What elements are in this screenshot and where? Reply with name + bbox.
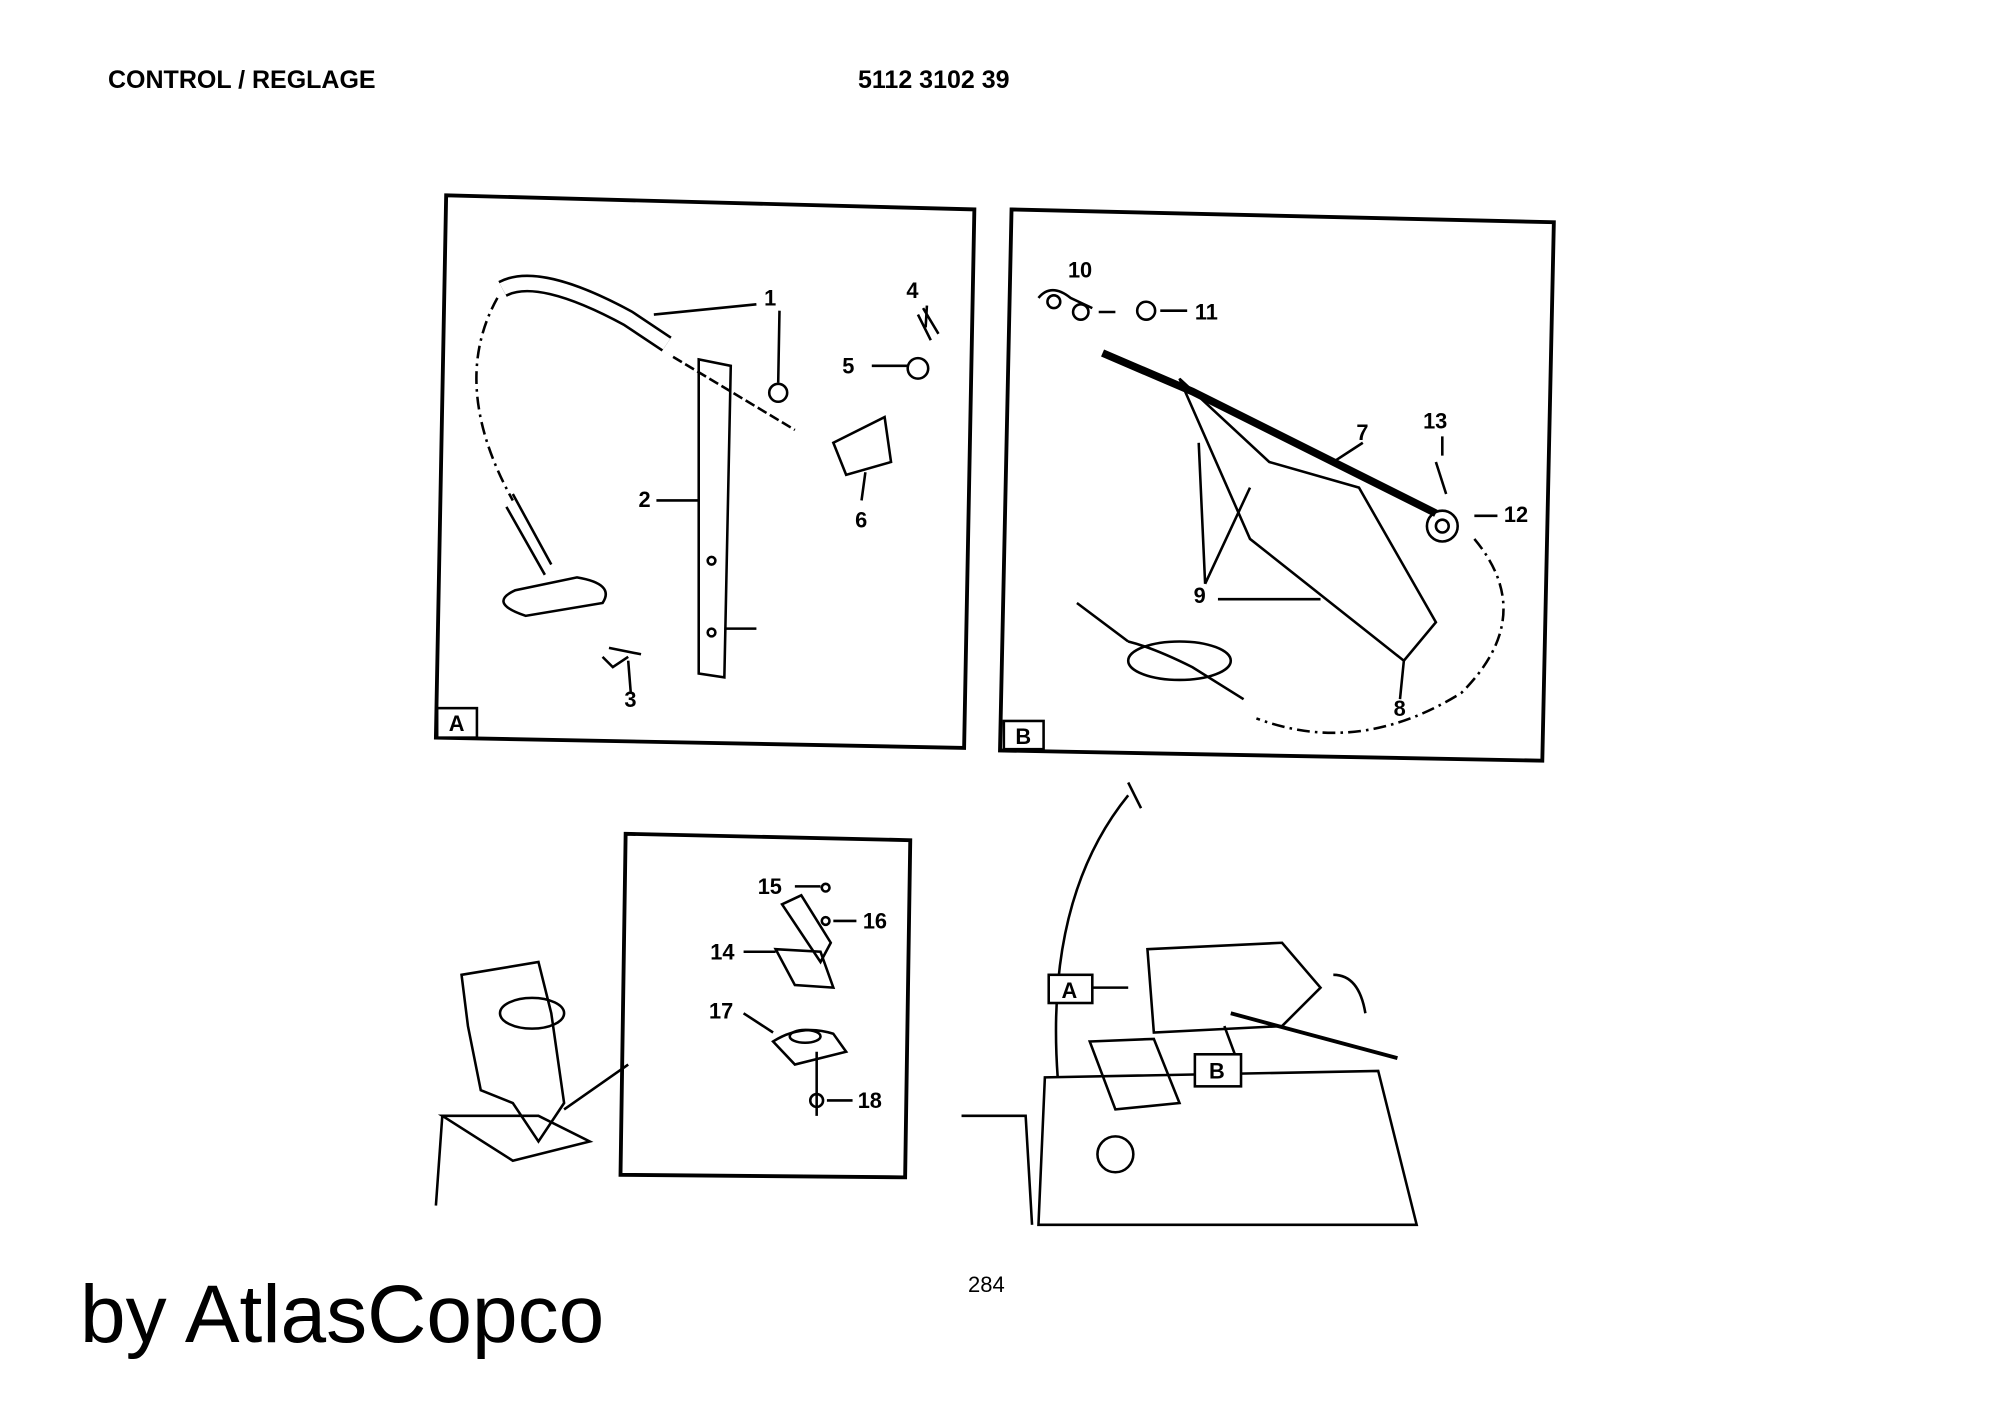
callout-4: 4 xyxy=(906,278,918,303)
callout-18: 18 xyxy=(858,1088,882,1113)
pedal-assembly xyxy=(742,882,857,1116)
engine-overview-sketch xyxy=(961,781,1419,1227)
page-number: 284 xyxy=(968,1272,1005,1297)
cable-assembly-b xyxy=(1037,288,1505,735)
callout-12: 12 xyxy=(1504,502,1528,527)
callout-7: 7 xyxy=(1356,420,1368,445)
callout-10: 10 xyxy=(1068,257,1092,282)
panel-b-frame xyxy=(998,207,1556,763)
machine-cab-sketch xyxy=(434,960,629,1206)
callout-3: 3 xyxy=(624,687,636,712)
section-title: CONTROL / REGLAGE xyxy=(108,66,376,94)
overview-label-b: B xyxy=(1209,1059,1225,1084)
panel-b-label: B xyxy=(1015,724,1031,749)
callout-11: 11 xyxy=(1195,300,1218,325)
brand-watermark: by AtlasCopco xyxy=(80,1269,605,1360)
panel-c-frame xyxy=(618,831,913,1180)
callout-13: 13 xyxy=(1423,409,1447,434)
callout-17: 17 xyxy=(709,998,733,1023)
callout-9: 9 xyxy=(1194,583,1206,608)
panel-a-label: A xyxy=(449,711,465,736)
callout-5: 5 xyxy=(842,354,854,379)
part-number: 5112 3102 39 xyxy=(858,66,1010,94)
panel-a-frame xyxy=(433,193,977,750)
callout-15: 15 xyxy=(758,874,782,899)
callout-14: 14 xyxy=(710,939,734,964)
cable-assembly-a xyxy=(475,274,940,693)
callout-6: 6 xyxy=(855,507,867,532)
callout-16: 16 xyxy=(863,909,887,934)
callout-8: 8 xyxy=(1394,696,1406,721)
callout-1: 1 xyxy=(764,286,776,311)
callout-2: 2 xyxy=(638,487,650,512)
overview-label-a: A xyxy=(1062,978,1078,1003)
